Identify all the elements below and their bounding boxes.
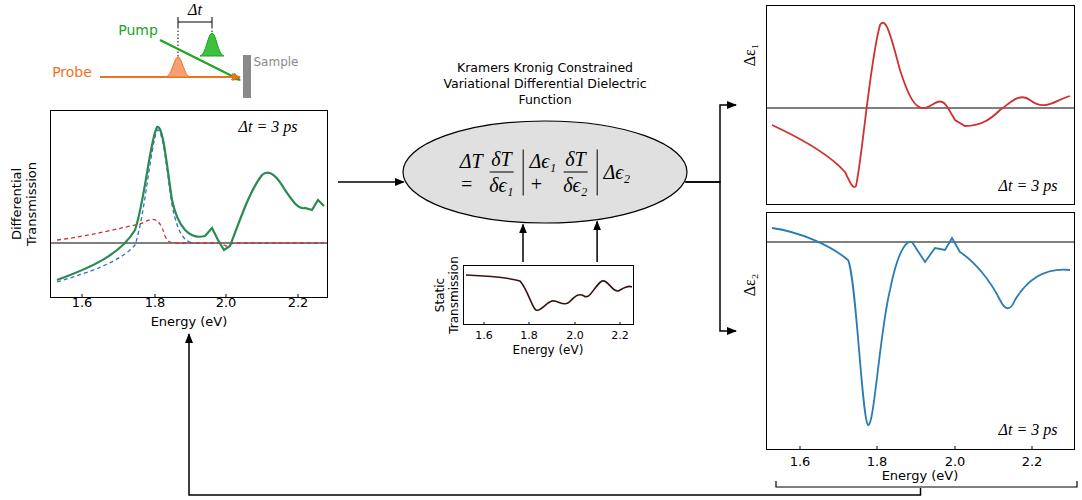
tick-label: 2.0: [945, 454, 966, 469]
static-transmission-plot: [466, 275, 632, 325]
heading: Kramers Kronig Constrained Variational D…: [440, 60, 650, 108]
connector-arrow: [685, 182, 736, 331]
process-ellipse: Kramers Kronig Constrained Variational D…: [395, 50, 695, 228]
formula-term: ΔT =: [460, 149, 483, 195]
connector-arrow: [338, 181, 404, 183]
fraction-line: [563, 172, 587, 173]
delay-label: Δt = 3 ps: [239, 118, 298, 136]
axis-label: Energy (eV): [151, 314, 228, 329]
tick-label: 1.6: [790, 454, 811, 469]
delta-eps2-plot: [766, 228, 1075, 450]
plot-frame: [766, 5, 1075, 205]
tick-label: 1.8: [145, 295, 166, 310]
pump-probe-sketch: [100, 17, 251, 98]
plot-panel: Δε₁ Δt = 3 ps: [736, 3, 1080, 207]
tick-label: 2.0: [566, 329, 584, 342]
evaluation-bar: [523, 149, 524, 195]
formula-term: δϵ₁: [489, 174, 513, 197]
differential-transmission-plot: [50, 127, 328, 298]
tick-label: 2.2: [611, 329, 629, 342]
axis-label: Energy (eV): [882, 468, 959, 483]
formula-term: δT: [491, 148, 511, 171]
formula-term: δT: [565, 148, 585, 171]
connector-arrow: [189, 334, 921, 495]
plot-panel: Δε₂ Δt = 3 ps Energy (eV): [736, 209, 1080, 486]
delay-label: Δt = 3 ps: [999, 421, 1058, 439]
connector-arrow: [522, 224, 524, 262]
axis-label: Δε₁: [741, 44, 759, 67]
plot-frame: [463, 265, 634, 325]
ellipse-shape: [402, 120, 688, 224]
tick-label: 2.2: [1022, 454, 1043, 469]
probe-label: Probe: [52, 64, 92, 80]
delay-label: Δt = 3 ps: [999, 177, 1058, 195]
tick-label: 2.2: [288, 295, 309, 310]
pump-label: Pump: [118, 22, 158, 38]
formula-term: δϵ₂: [563, 174, 587, 197]
fraction-line: [489, 172, 513, 173]
axis-label: Differential Transmission: [9, 154, 39, 254]
axis-label: Δε₂: [741, 274, 759, 297]
axis-label: Static Transmission: [433, 255, 461, 335]
formula-term: Δϵ₁ +: [530, 149, 557, 195]
fraction: δT δϵ₁: [489, 148, 513, 197]
tick-label: 1.8: [520, 329, 538, 342]
delay-label: Δt: [188, 1, 202, 19]
connector-arrow: [596, 221, 598, 262]
tick-label: 1.6: [475, 329, 493, 342]
formula-term: Δϵ₂: [604, 161, 631, 184]
tick-label: 2.0: [216, 295, 237, 310]
sample-label: Sample: [254, 55, 299, 69]
connector-arrow: [685, 105, 736, 182]
formula: ΔT = δT δϵ₁ Δϵ₁ + δT δϵ₂ Δϵ₂: [460, 148, 631, 197]
fraction: δT δϵ₂: [563, 148, 587, 197]
axis-label: Energy (eV): [513, 343, 584, 357]
plot-panel: Static TransmissionEnergy (eV): [436, 262, 640, 358]
tick-label: 1.8: [867, 454, 888, 469]
tick-label: 1.6: [72, 295, 93, 310]
evaluation-bar: [597, 149, 598, 195]
plot-frame: [50, 110, 328, 298]
plot-frame: [766, 212, 1075, 450]
delta-eps1-plot: [766, 23, 1075, 187]
